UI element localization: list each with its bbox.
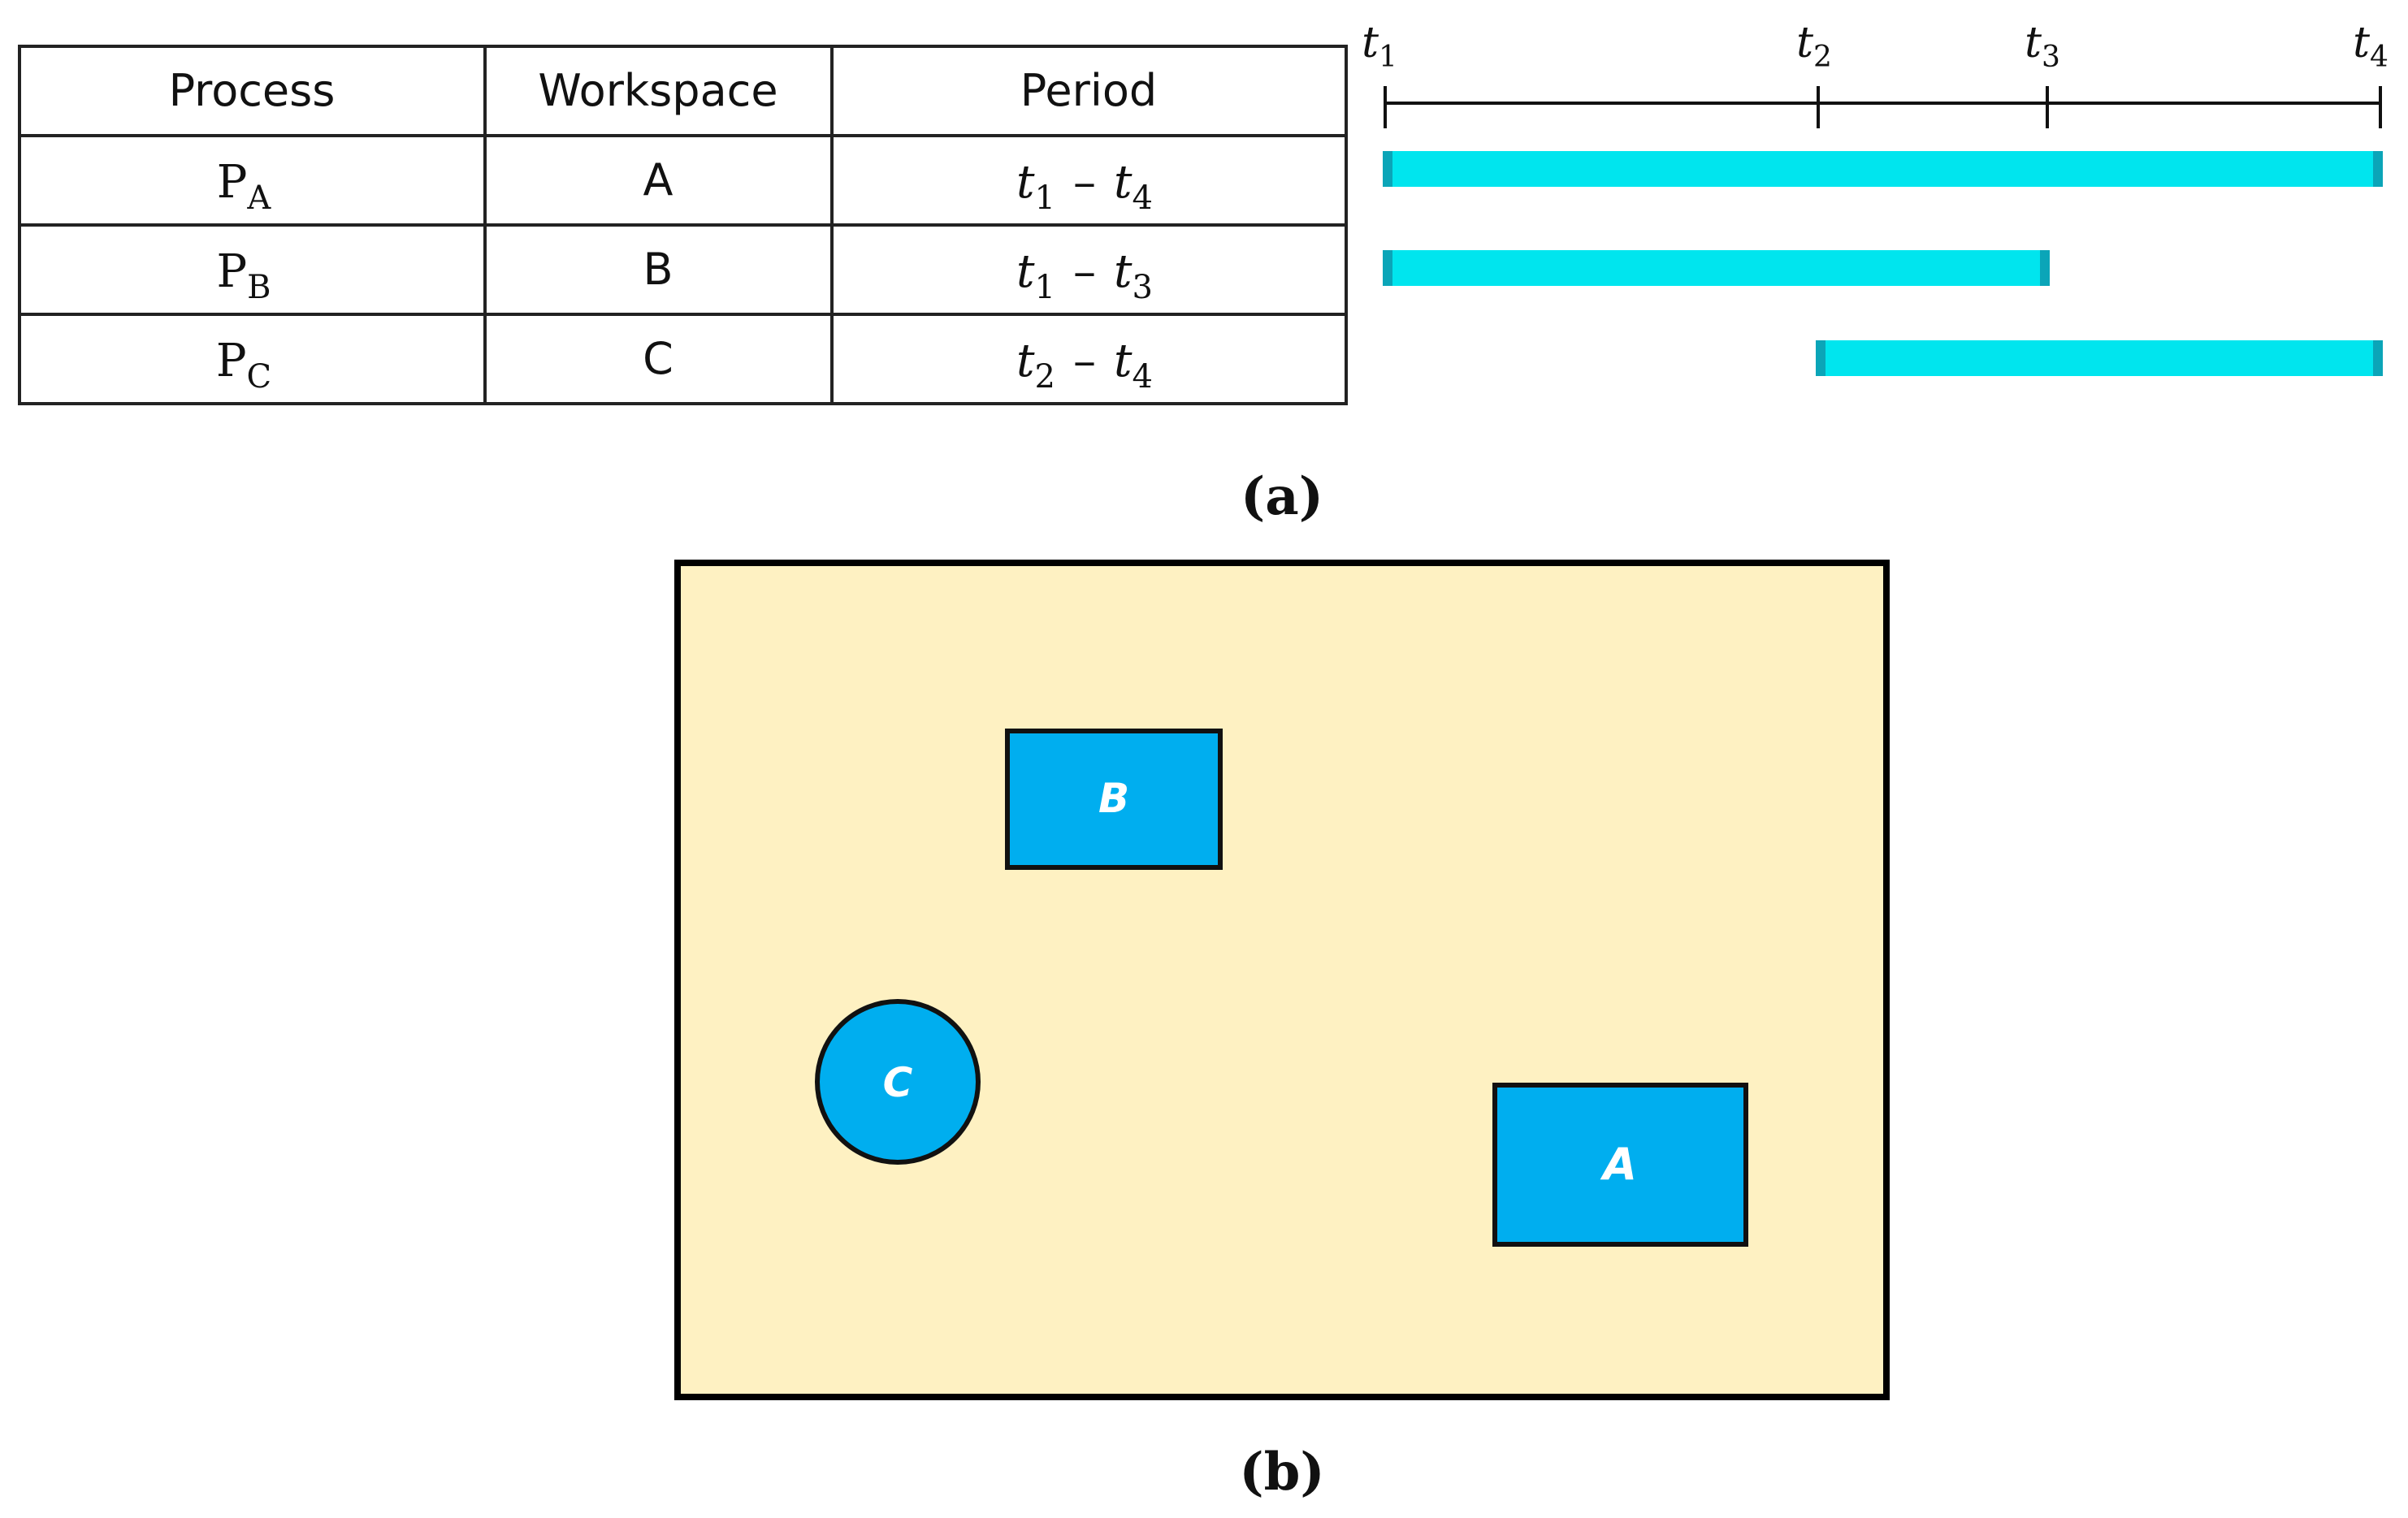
process-letter: P bbox=[216, 335, 247, 387]
period-end-sub: 4 bbox=[1133, 358, 1153, 396]
workspace-a-rect bbox=[1492, 1083, 1748, 1247]
period-cell: t2–t4 bbox=[1016, 335, 1153, 396]
timeline-bar-a-start-cap bbox=[1383, 151, 1392, 187]
table-row: PC C t2–t4 bbox=[216, 333, 1153, 396]
timeline-bar-b-start-cap bbox=[1383, 250, 1392, 286]
period-start: t bbox=[1016, 245, 1035, 298]
workspace-cell: A bbox=[643, 154, 673, 205]
process-cell: PA bbox=[217, 156, 272, 217]
caption-a: (a) bbox=[1241, 466, 1323, 527]
tick-label: t2 bbox=[1796, 19, 1832, 74]
process-table: Process Workspace Period PA A t1–t4 PB B… bbox=[18, 45, 1348, 405]
timeline-tick: t2 bbox=[1796, 19, 1832, 128]
timeline-bar-b-end-cap bbox=[2040, 250, 2050, 286]
period-end: t bbox=[1114, 245, 1133, 298]
tick-symbol: t bbox=[2353, 19, 2370, 67]
period-dash: – bbox=[1073, 335, 1096, 387]
timeline-tick: t3 bbox=[2025, 19, 2060, 128]
timeline-bar-a bbox=[1385, 151, 2380, 187]
workspace-c-circle bbox=[815, 999, 981, 1165]
timeline-tick: t1 bbox=[1362, 19, 1397, 128]
workspace-b-rect bbox=[1005, 729, 1223, 870]
tick-label: t3 bbox=[2025, 19, 2060, 74]
process-subscript: C bbox=[247, 358, 272, 396]
timeline-bar-c-start-cap bbox=[1816, 340, 1825, 376]
caption-b: (b) bbox=[1239, 1442, 1324, 1503]
workspace-a-label: A bbox=[1600, 1139, 1637, 1190]
timeline-bars bbox=[1383, 151, 2383, 376]
table-row: PB B t1–t3 bbox=[216, 244, 1153, 306]
workspace-b: B bbox=[1005, 729, 1223, 870]
period-start-sub: 1 bbox=[1035, 269, 1055, 306]
timeline-bar-c bbox=[1818, 340, 2380, 376]
process-subscript: B bbox=[247, 269, 271, 306]
period-cell: t1–t3 bbox=[1016, 245, 1153, 306]
tick-symbol: t bbox=[2025, 19, 2042, 67]
table-row: PA A t1–t4 bbox=[217, 154, 1153, 217]
tick-label: t1 bbox=[1362, 19, 1397, 74]
timeline: t1 t2 t3 t4 bbox=[1362, 19, 2389, 376]
workspace-layout: B C A bbox=[674, 560, 1890, 1400]
timeline-tick: t4 bbox=[2353, 19, 2389, 128]
workspace-cell: B bbox=[643, 244, 673, 295]
period-start: t bbox=[1016, 335, 1035, 387]
period-dash: – bbox=[1073, 245, 1096, 298]
tick-subscript: 4 bbox=[2370, 41, 2389, 74]
timeline-bar-b bbox=[1385, 250, 2047, 286]
period-start-sub: 1 bbox=[1035, 179, 1055, 217]
factory-floor bbox=[674, 560, 1890, 1400]
header-period: Period bbox=[1020, 65, 1157, 116]
workspace-cell: C bbox=[643, 333, 673, 384]
period-dash: – bbox=[1073, 156, 1096, 209]
process-cell: PC bbox=[216, 335, 271, 396]
process-cell: PB bbox=[216, 245, 271, 306]
workspace-a: A bbox=[1492, 1083, 1748, 1247]
process-letter: P bbox=[217, 156, 248, 209]
tick-symbol: t bbox=[1362, 19, 1379, 67]
period-cell: t1–t4 bbox=[1016, 156, 1153, 217]
period-end-sub: 4 bbox=[1133, 179, 1153, 217]
period-end-sub: 3 bbox=[1133, 269, 1153, 306]
workspace-b-label: B bbox=[1098, 775, 1129, 822]
period-start: t bbox=[1016, 156, 1035, 209]
header-process: Process bbox=[169, 65, 336, 116]
timeline-bar-c-end-cap bbox=[2373, 340, 2383, 376]
tick-symbol: t bbox=[1796, 19, 1813, 67]
tick-subscript: 1 bbox=[1379, 41, 1397, 74]
process-letter: P bbox=[216, 245, 247, 298]
process-subscript: A bbox=[246, 179, 271, 217]
tick-subscript: 2 bbox=[1813, 41, 1832, 74]
period-start-sub: 2 bbox=[1035, 358, 1055, 396]
tick-subscript: 3 bbox=[2042, 41, 2060, 74]
workspace-c: C bbox=[815, 999, 981, 1165]
timeline-bar-a-end-cap bbox=[2373, 151, 2383, 187]
workspace-c-label: C bbox=[883, 1059, 913, 1106]
period-end: t bbox=[1114, 156, 1133, 209]
period-end: t bbox=[1114, 335, 1133, 387]
header-workspace: Workspace bbox=[538, 65, 777, 116]
tick-label: t4 bbox=[2353, 19, 2389, 74]
